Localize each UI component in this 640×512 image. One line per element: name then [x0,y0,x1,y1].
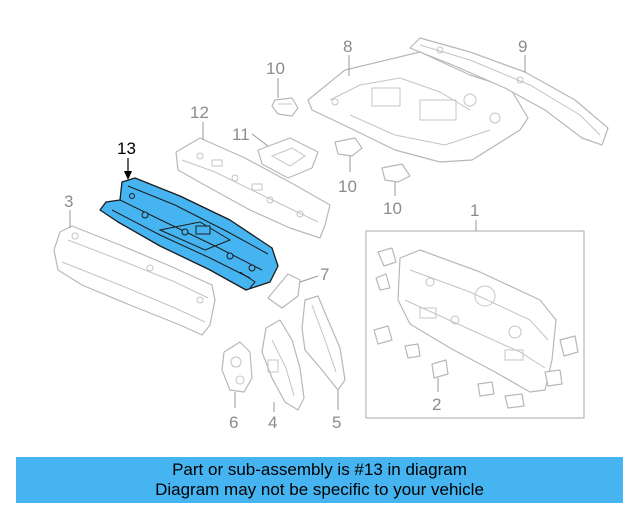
banner-line-2: Diagram may not be specific to your vehi… [155,480,484,499]
part-10-bracket-lower[interactable] [381,163,411,183]
part-5-side-bracket[interactable] [301,295,346,391]
callout-5: 5 [332,413,341,432]
part-13-highlighted-panel[interactable] [99,177,279,291]
callout-10-b: 10 [338,177,357,196]
callout-8: 8 [343,37,352,56]
callout-1: 1 [470,201,479,220]
parts-diagram: 8 9 10 10 10 11 12 [53,37,609,432]
part-12-upper-panel[interactable] [175,137,331,239]
info-banner: Part or sub-assembly is #13 in diagram D… [16,457,623,503]
part-8-floor-pan[interactable] [307,51,529,163]
callout-7: 7 [320,265,329,284]
callout-10-c: 10 [383,199,402,218]
callout-11: 11 [232,125,250,144]
banner-line-1: Part or sub-assembly is #13 in diagram [172,460,467,479]
part-10-bracket-top[interactable] [271,97,299,117]
part-10-bracket-middle[interactable] [334,137,363,157]
part-9-rear-rail[interactable] [409,37,609,146]
part-6-gusset[interactable] [221,341,253,393]
part-1-assembly-box[interactable] [365,230,585,419]
callout-6: 6 [229,413,238,432]
callout-9: 9 [518,37,527,56]
callout-4: 4 [268,413,277,432]
part-4-side-reinforcement[interactable] [261,319,305,411]
callout-3: 3 [64,192,73,211]
part-7-brace[interactable] [267,273,301,309]
callout-12: 12 [190,103,209,122]
callout-2: 2 [432,395,441,414]
part-11-bracket[interactable] [257,137,319,179]
callout-13: 13 [117,139,136,158]
callout-10-a: 10 [266,59,285,78]
part-3-cross-member[interactable] [53,225,216,336]
